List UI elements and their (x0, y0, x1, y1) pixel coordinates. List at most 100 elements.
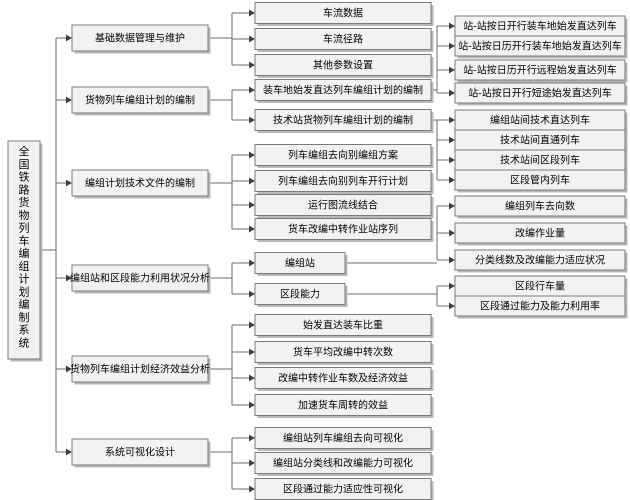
node-label: 区段行车量 (515, 280, 565, 293)
node-l3-4[interactable]: 装车地始发直达列车编组计划的编制 (254, 79, 434, 104)
node-l4-10[interactable]: 改编作业量 (454, 222, 628, 246)
node-l2-2[interactable]: 货物列车编组计划的编制 (71, 86, 211, 116)
node-l2-1[interactable]: 基础数据管理与维护 (71, 24, 211, 54)
node-l4-1[interactable]: 站-站按日开行装车地始发直达列车 (454, 15, 628, 39)
arrow-head (449, 156, 455, 164)
node-label: 基础数据管理与维护 (95, 32, 185, 45)
node-l4-4[interactable]: 站-站按日开行短途始发直达列车 (454, 82, 628, 106)
node-label: 编组站 (285, 257, 315, 270)
node-label: 货车改编中转作业站序列 (288, 223, 398, 236)
node-label: 站-站按日开行短途始发直达列车 (468, 87, 612, 100)
box-outline (254, 367, 432, 389)
arrow-head (249, 151, 255, 159)
arrow-head (449, 282, 455, 290)
node-label: 技术站间直通列车 (500, 134, 580, 147)
node-l3-7[interactable]: 列车编组去向别列车开行计划 (254, 170, 434, 195)
node-l3-13[interactable]: 货车平均改编中转次数 (254, 341, 434, 366)
node-l3-15[interactable]: 加速货车周转的效益 (254, 394, 434, 419)
box-outline (254, 394, 432, 416)
arrow-head (249, 348, 255, 356)
arrow-head (249, 259, 255, 267)
arrow-head (249, 459, 255, 467)
node-l2-5[interactable]: 货物列车编组计划经济效益分析 (70, 355, 211, 385)
node-l4-6[interactable]: 技术站间直通列车 (454, 129, 628, 153)
arrow-head (66, 274, 72, 282)
node-l4-8[interactable]: 区段管内列车 (454, 169, 628, 193)
arrow-head (449, 89, 455, 97)
node-l4-11[interactable]: 分类线数及改编能力适应状况 (454, 249, 628, 273)
box-outline (254, 283, 346, 305)
box-outline (254, 170, 432, 192)
node-label: 编组站间技术直达列车 (490, 114, 590, 127)
node-label: 货车平均改编中转次数 (293, 346, 393, 359)
node-label: 货物列车编组计划经济效益分析 (70, 363, 210, 376)
box-outline (254, 314, 432, 336)
node-l3-3[interactable]: 其他参数设置 (254, 54, 434, 79)
arrow-head (449, 136, 455, 144)
node-l3-14[interactable]: 改编中转作业车数及经济效益 (254, 367, 434, 392)
node-l4-12[interactable]: 区段行车量 (454, 275, 628, 299)
node-l3-16[interactable]: 编组站列车编组去向可视化 (254, 427, 434, 452)
node-label: 技术站间区段列车 (500, 154, 580, 167)
arrow-head (66, 448, 72, 456)
node-l3-9[interactable]: 货车改编中转作业站序列 (254, 218, 434, 243)
node-label: 装车地始发直达列车编组计划的编制 (263, 84, 423, 97)
node-l3-12[interactable]: 始发直达装车比重 (254, 314, 434, 339)
node-l4-13[interactable]: 区段通过能力及能力利用率 (454, 295, 628, 319)
box-outline (454, 195, 626, 217)
node-l3-5[interactable]: 技术站货物列车编组计划的编制 (254, 109, 434, 134)
arrow-head (249, 321, 255, 329)
root-node[interactable]: 全国铁路货物列车编组计划编制系统 (7, 140, 43, 362)
arrow-head (449, 256, 455, 264)
box-outline (7, 140, 41, 360)
node-label: 编组站列车编组去向可视化 (283, 432, 403, 445)
node-l4-9[interactable]: 编组列车去向数 (454, 195, 628, 219)
node-l2-3[interactable]: 编组计划技术文件的编制 (71, 169, 211, 199)
node-label: 列车编组去向别列车开行计划 (278, 175, 408, 188)
node-l3-2[interactable]: 车流径路 (254, 28, 434, 53)
box-outline (254, 79, 432, 101)
box-outline (454, 59, 626, 81)
node-label: 区段通过能力适应性可视化 (283, 483, 403, 496)
root-node-label: 全国铁路货物列车编组计划编制系统 (19, 144, 30, 349)
box-outline (454, 35, 626, 57)
arrow-head (66, 34, 72, 42)
arrow-head (249, 61, 255, 69)
arrow-head (249, 9, 255, 17)
node-l4-3[interactable]: 站-站按日历开行远程始发直达列车 (454, 59, 628, 83)
node-l4-7[interactable]: 技术站间区段列车 (454, 149, 628, 173)
connector-lines (40, 9, 455, 493)
node-l4-5[interactable]: 编组站间技术直达列车 (454, 109, 628, 133)
node-l2-4[interactable]: 编组站和区段能力利用状况分析 (70, 264, 211, 294)
box-outline (454, 295, 626, 317)
node-l2-6[interactable]: 系统可视化设计 (71, 438, 211, 468)
box-outline (254, 218, 432, 240)
node-label: 编组计划技术文件的编制 (85, 177, 195, 190)
arrow-head (449, 22, 455, 30)
box-outline (254, 341, 432, 363)
node-l3-1[interactable]: 车流数据 (254, 2, 434, 27)
arrow-head (249, 374, 255, 382)
box-outline (71, 264, 209, 292)
node-l3-8[interactable]: 运行图流线结合 (254, 194, 434, 219)
node-label: 区段通过能力及能力利用率 (480, 300, 600, 313)
node-label: 改编作业量 (515, 227, 565, 240)
arrow-head (66, 179, 72, 187)
node-label: 技术站货物列车编组计划的编制 (273, 114, 413, 127)
box-outline (454, 222, 626, 244)
node-l3-11[interactable]: 区段能力 (254, 283, 348, 308)
arrow-head (249, 434, 255, 442)
node-label: 编组站和区段能力利用状况分析 (70, 272, 210, 285)
box-outline (454, 82, 626, 104)
node-label: 始发直达装车比重 (303, 319, 383, 332)
box-outline (254, 252, 346, 274)
box-outline (71, 169, 209, 197)
arrow-head (449, 229, 455, 237)
node-l3-6[interactable]: 列车编组去向别编组方案 (254, 144, 434, 169)
node-l3-10[interactable]: 编组站 (254, 252, 348, 277)
node-l3-18[interactable]: 区段通过能力适应性可视化 (254, 478, 434, 500)
arrow-head (249, 177, 255, 185)
node-l4-2[interactable]: 站-站按日历开行装车地始发直达列车 (454, 35, 628, 59)
node-l3-17[interactable]: 编组站分类线和改编能力可视化 (254, 452, 434, 477)
